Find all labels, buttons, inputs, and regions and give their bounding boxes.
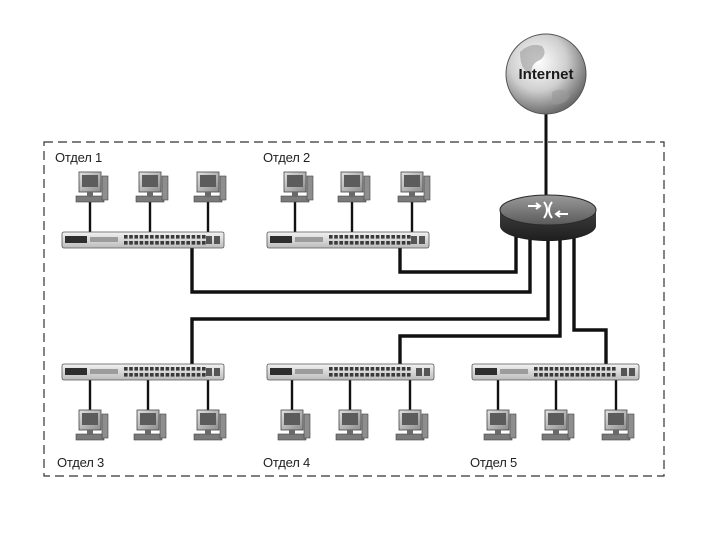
dept-label-5: Отдел 5: [470, 455, 518, 470]
cable-links: [88, 202, 618, 414]
dept-label-4: Отдел 4: [263, 455, 311, 470]
switch-icon: [266, 363, 435, 381]
dept-label-1: Отдел 1: [55, 150, 103, 165]
dept-label-3: Отдел 3: [57, 455, 105, 470]
workstation-icon: [601, 409, 635, 441]
workstation-icon: [75, 409, 109, 441]
devices-layer: [61, 171, 640, 441]
workstation-icon: [395, 409, 429, 441]
switch-icon: [471, 363, 640, 381]
globe-landmass: [520, 44, 570, 105]
workstation-icon: [277, 409, 311, 441]
workstation-icon: [337, 171, 371, 203]
workstation-icon: [135, 171, 169, 203]
workstation-icon: [541, 409, 575, 441]
trunk-cable: [190, 238, 532, 294]
router: [499, 194, 597, 241]
router-icon: [528, 201, 568, 219]
trunk-cable: [190, 241, 550, 364]
workstation-icon: [397, 171, 431, 203]
workstation-icon: [193, 171, 227, 203]
internet-globe: Internet: [505, 33, 587, 196]
workstation-icon: [483, 409, 517, 441]
switch-icon: [61, 231, 225, 249]
network-boundary: [43, 141, 665, 477]
trunk-cable: [398, 240, 562, 364]
workstation-icon: [280, 171, 314, 203]
switch-icon: [61, 363, 225, 381]
trunk-cable: [398, 234, 518, 274]
workstation-icon: [75, 171, 109, 203]
internet-label: Internet: [518, 66, 573, 83]
dept-label-2: Отдел 2: [263, 150, 311, 165]
workstation-icon: [335, 409, 369, 441]
workstation-icon: [193, 409, 227, 441]
switch-icon: [266, 231, 430, 249]
trunk-cable: [572, 236, 608, 364]
workstation-icon: [133, 409, 167, 441]
